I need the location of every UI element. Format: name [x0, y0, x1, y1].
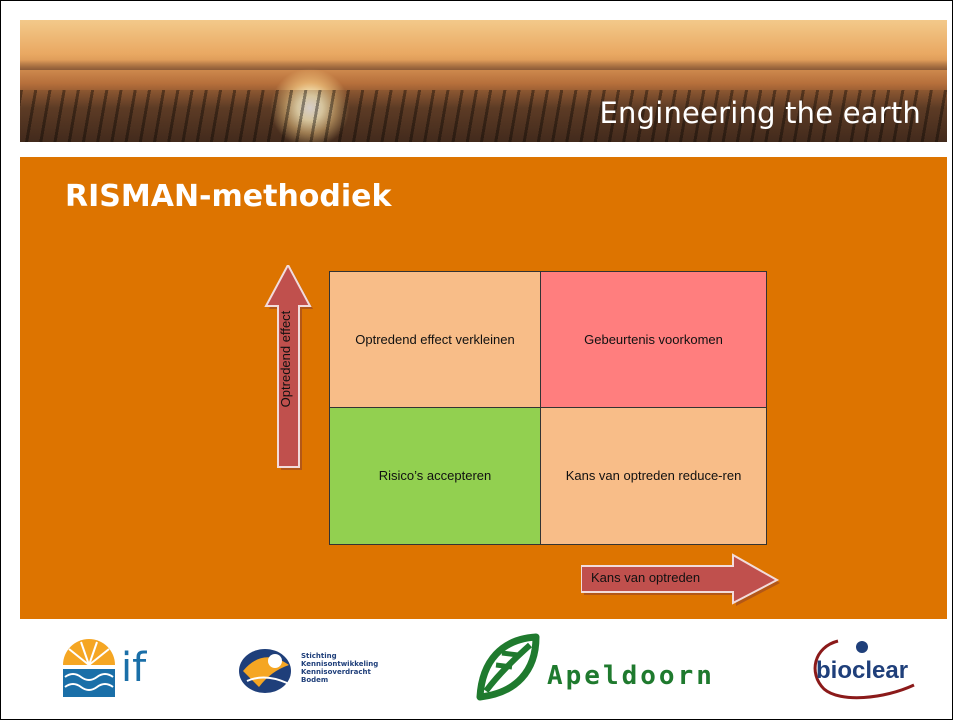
skb-logo: Stichting Kennisontwikkeling Kennisoverd…	[237, 641, 407, 701]
skb-line-2: Kennisontwikkeling	[301, 660, 379, 668]
logo-strip: if Stichting Kennisontwikkeling Kennisov…	[1, 621, 952, 719]
leaf-icon	[476, 633, 540, 701]
bioclear-swoosh-icon	[813, 639, 915, 700]
if-emblem-icon	[63, 639, 115, 697]
bioclear-logo-text: bioclear	[816, 657, 909, 684]
slide-title: RISMAN-methodiek	[65, 179, 392, 214]
matrix-cell-top-right: Gebeurtenis voorkomen	[541, 272, 766, 408]
skb-emblem-icon	[239, 649, 291, 693]
horizon	[20, 60, 947, 70]
vertical-axis-arrow: Optredend effect	[260, 262, 316, 473]
apeldoorn-logo-text: Apeldoorn	[547, 661, 715, 691]
horizontal-axis-arrow: Kans van optreden	[580, 553, 783, 607]
skb-logo-text: Stichting Kennisontwikkeling Kennisoverd…	[301, 652, 378, 684]
tagline: Engineering the earth	[599, 96, 921, 130]
if-logo-text: if	[121, 645, 147, 691]
horizontal-axis-label: Kans van optreden	[591, 570, 701, 585]
arrow-right-icon	[580, 553, 780, 606]
matrix-cell-bottom-left: Risico’s accepteren	[330, 408, 541, 544]
skb-line-1: Stichting	[301, 652, 337, 660]
vertical-axis-label: Optredend effect	[278, 310, 293, 408]
field-ground	[20, 90, 947, 142]
risk-matrix: Optredend effect verkleinen Gebeurtenis …	[329, 271, 767, 545]
arrow-up-icon	[264, 262, 313, 470]
matrix-cell-top-left: Optredend effect verkleinen	[330, 272, 541, 408]
bioclear-logo: bioclear	[804, 633, 944, 703]
skb-line-4: Bodem	[301, 676, 329, 684]
header-banner: Engineering the earth	[20, 20, 947, 142]
apeldoorn-logo: Apeldoorn	[472, 631, 752, 703]
skb-line-3: Kennisoverdracht	[301, 668, 371, 676]
matrix-cell-bottom-right: Kans van optreden reduce-ren	[541, 408, 766, 544]
content-panel: RISMAN-methodiek Optredend effect Optred…	[20, 157, 947, 619]
if-logo: if	[59, 639, 169, 699]
